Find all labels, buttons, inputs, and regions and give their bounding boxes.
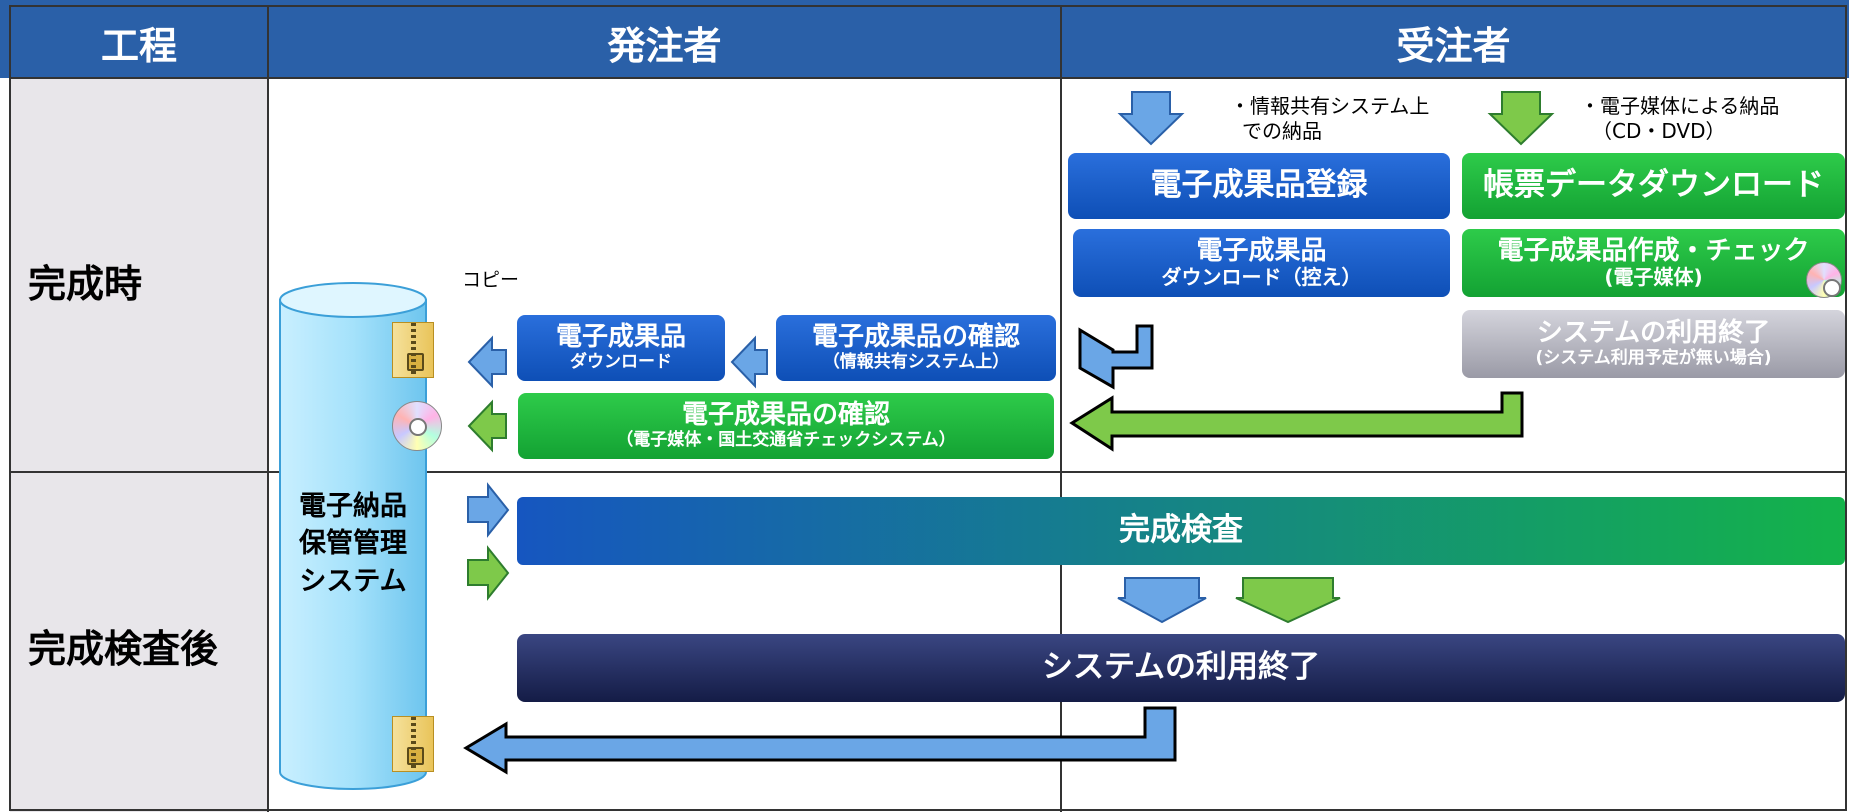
cd-disc-icon [1806, 262, 1842, 298]
system-end-label: システムの利用終了 [1041, 649, 1321, 686]
header-contractor: 受注者 [1396, 23, 1511, 68]
hook-arrow-green [1069, 391, 1524, 452]
confirm-shared-sub: （情報共有システム上） [822, 352, 1010, 373]
system-label-line3: システム [299, 565, 407, 597]
storage-cylinder-top [279, 282, 427, 318]
system-label-line2: 保管管理 [299, 528, 407, 560]
return-arrow-blue [463, 706, 1177, 775]
confirm-media-box: 電子成果品の確認 （電子媒体・国土交通省チェックシステム） [518, 393, 1054, 459]
zip-folder-icon [392, 716, 434, 772]
note-media-line2: （CD・DVD） [1592, 119, 1726, 143]
left-arrow-blue-1 [467, 335, 507, 389]
inspection-label: 完成検査 [1119, 512, 1243, 549]
orderer-download-sub: ダウンロード [570, 352, 672, 373]
system-label-line1: 電子納品 [299, 491, 407, 522]
create-check-title: 電子成果品作成・チェック [1497, 235, 1810, 266]
confirm-shared-box: 電子成果品の確認 （情報共有システム上） [776, 315, 1056, 381]
down-arrow-green-mid [1235, 577, 1341, 624]
end-use-sub: (システム利用予定が無い場合) [1535, 348, 1772, 369]
copy-label: コピー [462, 269, 520, 291]
end-use-box: システムの利用終了 (システム利用予定が無い場合) [1462, 310, 1845, 378]
inspection-bar-bg [517, 497, 1845, 565]
confirm-shared-title: 電子成果品の確認 [811, 322, 1020, 353]
left-arrow-green [467, 399, 507, 453]
row-label-after-inspection: 完成検査後 [28, 626, 219, 671]
down-arrow-blue-mid [1117, 577, 1207, 624]
storage-cylinder-body [279, 299, 427, 790]
end-use-title: システムの利用終了 [1536, 318, 1771, 349]
down-arrow-blue-top [1117, 91, 1185, 146]
right-arrow-green [467, 545, 510, 601]
create-check-sub: (電子媒体) [1604, 265, 1703, 290]
system-label: 電子納品 保管管理 システム [295, 488, 411, 600]
form-download-box: 帳票データダウンロード [1462, 153, 1845, 219]
down-arrow-green-top [1487, 91, 1555, 146]
confirm-media-title: 電子成果品の確認 [681, 400, 890, 431]
create-check-box: 電子成果品作成・チェック (電子媒体) [1462, 229, 1845, 297]
product-download-title: 電子成果品 [1196, 235, 1327, 266]
note-shared-line2: での納品 [1242, 119, 1322, 143]
zip-folder-icon [392, 322, 434, 378]
left-arrow-blue-2 [730, 335, 768, 389]
note-media-line1: ・電子媒体による納品 [1580, 94, 1780, 118]
orderer-download-title: 電子成果品 [555, 322, 686, 353]
right-arrow-blue [467, 482, 510, 538]
cd-disc-icon [392, 401, 442, 451]
hook-arrow-blue [1078, 324, 1154, 390]
row-label-completion: 完成時 [28, 261, 143, 306]
product-download-sub: ダウンロード（控え） [1161, 265, 1362, 290]
orderer-download-box: 電子成果品 ダウンロード [517, 315, 725, 381]
product-download-box: 電子成果品 ダウンロード（控え） [1073, 229, 1450, 297]
header-orderer: 発注者 [607, 23, 722, 68]
note-shared-system: ・情報共有システム上 での納品 [1230, 94, 1429, 144]
note-shared-line1: ・情報共有システム上 [1230, 94, 1430, 118]
header-process: 工程 [100, 23, 177, 68]
note-media: ・電子媒体による納品 （CD・DVD） [1580, 94, 1779, 144]
confirm-media-sub: （電子媒体・国土交通省チェックシステム） [616, 430, 956, 451]
system-end-bar-bg [517, 634, 1845, 702]
register-box: 電子成果品登録 [1068, 153, 1450, 219]
